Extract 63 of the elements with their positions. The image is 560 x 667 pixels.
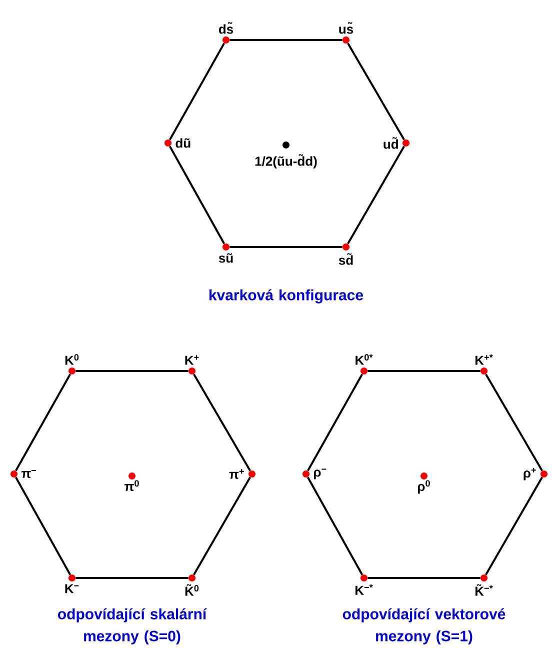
particle-label: 1/2(ũu-d̃d) — [255, 154, 317, 168]
hexagon-edge — [347, 42, 405, 140]
vertex-dot — [188, 368, 196, 374]
vertex-dot — [540, 470, 548, 478]
hexagon-edge — [346, 146, 406, 244]
hexagon-edge — [76, 370, 188, 372]
caption: kvarková konfigurace — [210, 289, 363, 304]
vertex-dot — [302, 470, 310, 478]
vertex-dot — [420, 472, 428, 480]
particle-label: ds̃ — [218, 22, 234, 34]
particle-label: K̃$^{0}$ — [185, 584, 199, 596]
vertex-dot — [222, 244, 230, 250]
caption: odpovídající skalární mezony (S=0) — [58, 608, 208, 644]
hexagon-edge — [14, 476, 72, 576]
vertex-dot — [248, 470, 256, 478]
particle-label: π$^{+}$ — [229, 469, 244, 479]
particle-label: sũ — [218, 253, 233, 263]
hexagon-edge — [368, 577, 480, 579]
hexagon-edge — [168, 146, 226, 244]
vertex-dot — [128, 472, 136, 480]
vertex-dot — [164, 140, 172, 146]
particle-label: K̃$^{−*}$ — [476, 584, 493, 596]
vertex-dot — [10, 470, 18, 478]
hexagon-edge — [76, 577, 188, 579]
hexagon-edge — [230, 39, 342, 41]
particle-label: sd̃ — [338, 253, 353, 265]
vertex-dot — [342, 244, 350, 250]
caption: odpovídající vektorové mezony (S=1) — [342, 608, 506, 644]
hexagon-edge — [368, 370, 480, 372]
particle-label: us̃ — [339, 22, 354, 34]
particle-label: K$^{−*}$ — [356, 584, 373, 595]
particle-label: π$^{0}$ — [124, 480, 139, 492]
particle-label: dũ — [176, 138, 190, 148]
particle-label: π$^{−}$ — [21, 470, 36, 478]
hexagon-edge — [192, 476, 252, 576]
vertex-dot — [480, 368, 488, 374]
particle-label: ud̃ — [384, 137, 398, 149]
hexagon-edge — [484, 476, 544, 576]
vertex-dot — [222, 36, 230, 44]
vertex-dot — [360, 574, 368, 582]
vertex-dot — [282, 142, 290, 148]
vertex-dot — [360, 368, 368, 374]
hexagon-edge — [485, 374, 543, 472]
particle-label: K$^{+}$ — [185, 355, 199, 365]
vertex-dot — [402, 140, 410, 146]
hexagon-edge — [230, 246, 342, 248]
particle-label: ρ$^{0}$ — [418, 480, 430, 494]
hexagon-edge — [14, 374, 72, 472]
particle-label: K$^{−}$ — [65, 584, 79, 594]
particle-label: K$^{0*}$ — [356, 354, 373, 365]
hexagon-edge — [306, 374, 364, 472]
hexagon-edge — [306, 476, 364, 576]
vertex-dot — [480, 574, 488, 582]
vertex-dot — [188, 574, 196, 582]
hexagon-edge — [193, 374, 251, 472]
hexagon-edge — [168, 42, 226, 140]
vertex-dot — [342, 36, 350, 44]
vertex-dot — [68, 574, 76, 582]
particle-label: K$^{0}$ — [65, 354, 79, 365]
particle-label: K$^{+*}$ — [476, 354, 493, 365]
particle-label: ρ$^{−}$ — [314, 468, 326, 480]
particle-label: ρ$^{+}$ — [524, 468, 536, 480]
vertex-dot — [68, 368, 76, 374]
